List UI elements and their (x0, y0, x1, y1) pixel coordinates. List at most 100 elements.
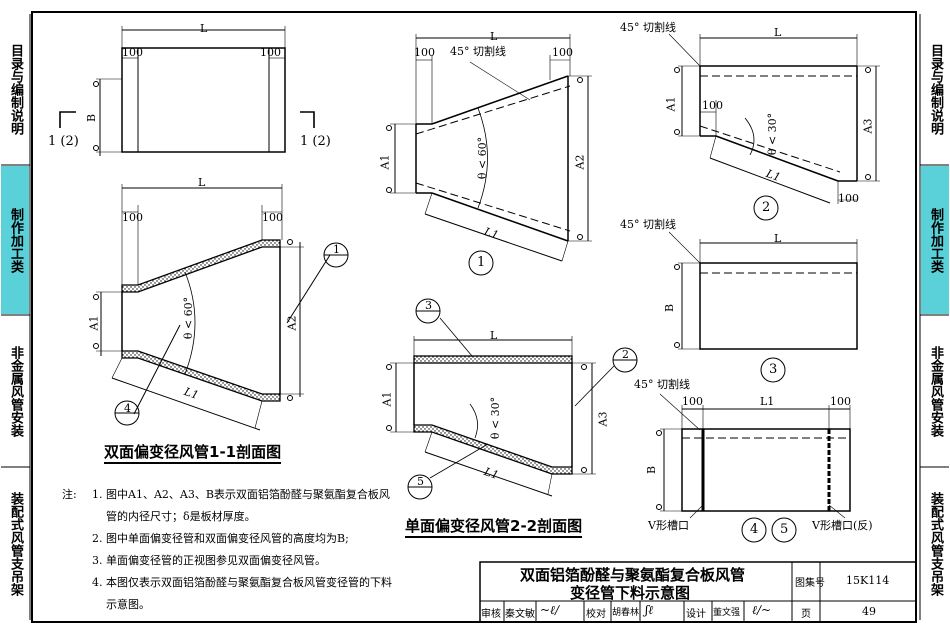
designer-name: 董文强 (713, 608, 741, 618)
left-tab-support-label: 装配式风管支吊架 (8, 492, 23, 596)
detail1-length-label: L (490, 30, 498, 43)
left-tab-nonmetal-label: 非金属风管安装 (8, 345, 23, 437)
marker-3-number: 3 (425, 299, 432, 312)
note-text: 单面偏变径管的正视图参见双面偏变径风管。 (106, 554, 326, 567)
detail45-height-label: B (645, 465, 659, 475)
note-number: 1. (92, 488, 103, 501)
detail2-angle-label: θ < 30° (766, 112, 780, 156)
detail2-a1-label: A1 (664, 96, 678, 112)
v-slot-label: V形槽口 (648, 519, 689, 532)
design-label: 设计 (686, 609, 706, 620)
atlas-number: 15K114 (846, 574, 890, 587)
right-tab-fabrication[interactable]: 制作加工类 (921, 166, 949, 314)
single-reducer-section (386, 298, 638, 500)
note-number: 2. (92, 532, 103, 545)
atlas-number-label: 图集号 (795, 578, 825, 589)
detail2-cut-line-label: 45° 切割线 (620, 21, 676, 34)
detail-1 (386, 34, 592, 276)
double-length-label: L (198, 176, 206, 189)
left-tab-support[interactable]: 装配式风管支吊架 (1, 468, 29, 620)
right-tab-support-label: 装配式风管支吊架 (928, 492, 943, 596)
single-a1-label: A1 (380, 391, 394, 407)
left-tab-catalog[interactable]: 目录与编制说明 (1, 14, 29, 164)
detail-2 (668, 33, 880, 221)
double-offset-right: 100 (262, 211, 283, 224)
notes-block: 注: 1.图中A1、A2、A3、B表示双面铝箔酚醛与聚氨酯复合板风管的内径尺寸；δ… (62, 484, 392, 616)
right-tab-catalog[interactable]: 目录与编制说明 (921, 14, 949, 164)
detail45-l1-label: L1 (760, 395, 775, 408)
detail-5-number: 5 (780, 522, 789, 537)
single-section-caption: 单面偏变径风管2-2剖面图 (405, 515, 583, 538)
right-tab-fabrication-label: 制作加工类 (928, 207, 943, 273)
designer-signature: ℓ∕~ (752, 603, 772, 617)
detail2-offset-right: 100 (838, 192, 859, 205)
detail3-cut-line-label: 45° 切割线 (620, 218, 676, 231)
left-tab-fabrication[interactable]: 制作加工类 (1, 166, 29, 314)
review-label: 审核 (481, 609, 501, 620)
page-label: 页 (801, 609, 811, 620)
title-block-grid (479, 561, 917, 623)
double-angle-label: θ < 60° (182, 296, 196, 340)
checker-signature: ʃℓ (645, 603, 654, 617)
right-tab-nonmetal[interactable]: 非金属风管安装 (921, 316, 949, 466)
detail3-length-label: L (774, 232, 782, 245)
section-mark-right: 1 (2) (300, 134, 331, 149)
note-text: 图中A1、A2、A3、B表示双面铝箔酚醛与聚氨酯复合板风管的内径尺寸；δ是板材厚… (106, 488, 390, 523)
marker-2-number: 2 (622, 348, 629, 361)
detail1-offset-left: 100 (414, 46, 435, 59)
title-line-2: 变径管下料示意图 (570, 584, 691, 602)
double-offset-left: 100 (122, 211, 143, 224)
detail3-height-label: B (663, 303, 677, 313)
marker-5-number: 5 (417, 475, 424, 488)
detail-1-number: 1 (477, 255, 486, 270)
title-line-1: 双面铝箔酚醛与聚氨酯复合板风管 (520, 566, 746, 584)
plan-offset-left: 100 (122, 46, 143, 59)
detail45-offset-right: 100 (830, 395, 851, 408)
check-label: 校对 (586, 609, 606, 620)
detail-3 (668, 231, 858, 383)
detail-4-5 (656, 393, 851, 543)
marker-4-number: 4 (124, 402, 131, 415)
left-tab-fabrication-label: 制作加工类 (8, 207, 23, 273)
double-a2-label: A2 (285, 315, 299, 331)
plan-view (59, 26, 315, 156)
detail45-cut-line-label: 45° 切割线 (634, 378, 690, 391)
double-a1-label: A1 (87, 315, 101, 331)
single-a3-label: A3 (596, 411, 610, 427)
page-number: 49 (862, 605, 876, 618)
single-length-label: L (490, 329, 498, 342)
plan-height-label: B (85, 113, 99, 123)
note-text: 本图仅表示双面铝箔酚醛与聚氨酯复合板风管变径管的下料示意图。 (106, 576, 392, 611)
left-tab-catalog-label: 目录与编制说明 (8, 43, 23, 135)
double-reducer-section (93, 184, 349, 431)
detail1-a1-label: A1 (378, 154, 392, 170)
detail2-offset-left: 100 (702, 99, 723, 112)
right-tab-nonmetal-label: 非金属风管安装 (928, 345, 943, 437)
detail1-cut-line-label: 45° 切割线 (450, 45, 506, 58)
detail-2-number: 2 (762, 200, 771, 215)
single-angle-label: θ < 30° (489, 396, 503, 440)
detail-3-number: 3 (769, 362, 778, 377)
double-section-caption: 双面偏变径风管1-1剖面图 (104, 441, 282, 464)
detail1-a2-label: A2 (573, 154, 587, 170)
detail-4-number: 4 (750, 522, 759, 537)
detail1-offset-right: 100 (552, 46, 573, 59)
plan-offset-right: 100 (260, 46, 281, 59)
notes-lead: 注: (62, 488, 77, 501)
note-number: 4. (92, 576, 103, 589)
note-text: 图中单面偏变径管和双面偏变径风管的高度均为B; (106, 532, 349, 545)
note-number: 3. (92, 554, 103, 567)
marker-1-section-number: 1 (333, 243, 340, 256)
sheet-border (31, 11, 917, 623)
plan-length-label: L (200, 22, 208, 35)
right-tab-support[interactable]: 装配式风管支吊架 (921, 468, 949, 620)
detail2-length-label: L (774, 26, 782, 39)
v-slot-reverse-label: V形槽口(反) (812, 519, 873, 532)
right-tab-catalog-label: 目录与编制说明 (928, 43, 943, 135)
section-mark-left: 1 (2) (48, 134, 79, 149)
left-tab-nonmetal[interactable]: 非金属风管安装 (1, 316, 29, 466)
reviewer-name: 秦文敏 (505, 609, 535, 620)
detail1-angle-label: θ < 60° (476, 136, 490, 180)
checker-name: 胡春林 (612, 608, 640, 618)
